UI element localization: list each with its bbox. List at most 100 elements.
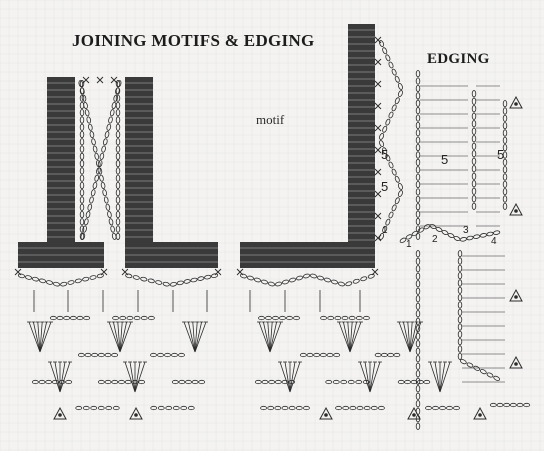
fan-stitch <box>194 321 198 353</box>
fan-stitch <box>59 361 66 393</box>
edge-chain <box>295 275 304 281</box>
edging-chain <box>415 287 421 295</box>
edge-chain <box>293 315 300 321</box>
edging-chain <box>382 225 388 233</box>
edge-chain <box>425 405 432 411</box>
edge-chain <box>198 379 206 385</box>
edge-chain <box>340 379 348 385</box>
joining-chain <box>115 167 121 175</box>
triangle-end-icon <box>514 362 518 366</box>
joining-chain <box>115 152 121 160</box>
edge-chain <box>345 281 353 287</box>
joining-chain <box>115 218 121 226</box>
joining-chain <box>115 101 121 110</box>
fan-stitch <box>369 361 381 393</box>
edge-chain <box>96 273 104 279</box>
joining-chain <box>79 123 85 131</box>
edge-chain <box>65 379 73 385</box>
slip-stitch-mark <box>374 190 382 198</box>
edging-chain <box>379 133 385 140</box>
joining-chain <box>85 211 91 219</box>
edge-chain <box>118 379 125 385</box>
edge-chain <box>60 281 68 287</box>
fan-stitch <box>349 321 353 353</box>
edge-chain <box>157 352 164 358</box>
edge-chain <box>374 352 382 358</box>
joining-chain <box>79 101 85 110</box>
joining-chain <box>106 123 112 131</box>
edging-chain <box>471 150 477 158</box>
fan-stitch <box>434 361 441 393</box>
edging-chain <box>466 235 474 241</box>
edge-chain <box>313 352 321 358</box>
edging-chain <box>415 166 421 174</box>
edge-chain <box>132 275 140 280</box>
edge-chain <box>75 405 83 411</box>
triangle-end-icon <box>58 413 62 417</box>
edging-chain <box>415 77 421 85</box>
edging-chain <box>471 127 477 135</box>
joining-chain <box>107 210 112 219</box>
edging-chain <box>415 325 421 333</box>
fan-stitch <box>194 321 202 353</box>
edge-chain <box>281 405 289 411</box>
edge-chain <box>274 281 283 287</box>
fan-stitch <box>194 321 207 353</box>
edging-chain <box>473 365 481 371</box>
slip-stitch-mark <box>374 124 382 132</box>
fan-stitch <box>398 321 411 353</box>
edging-chain <box>415 99 421 107</box>
edging-chain <box>394 97 400 105</box>
fan-stitch <box>349 321 357 353</box>
joining-chain <box>97 160 103 168</box>
joining-chain <box>79 160 85 168</box>
edging-chain <box>388 161 394 169</box>
edge-chain <box>67 280 75 285</box>
joining-chain <box>91 138 96 146</box>
joining-chain <box>94 174 99 182</box>
edge-chain <box>496 402 504 408</box>
edge-chain <box>274 405 282 411</box>
edge-chain <box>325 379 333 385</box>
joining-chain <box>89 196 94 204</box>
edging-chain <box>457 250 463 258</box>
edge-chain <box>204 274 212 280</box>
edge-chain <box>267 281 276 287</box>
edge-chain <box>178 379 186 385</box>
fan-stitch <box>59 361 71 393</box>
edging-chain <box>415 422 421 430</box>
edge-chain <box>281 279 290 285</box>
edge-chain <box>133 315 141 321</box>
edge-chain <box>140 276 148 282</box>
fan-stitch <box>279 361 291 393</box>
triangle-end-icon <box>473 406 487 420</box>
edging-chain <box>502 188 508 196</box>
edge-chain <box>155 280 163 285</box>
joining-chain <box>115 189 121 197</box>
edge-chain <box>89 275 97 280</box>
fan-stitch <box>409 321 413 353</box>
edging-chain <box>471 142 477 150</box>
edging-chain <box>471 202 477 210</box>
edge-chain <box>363 315 370 321</box>
joining-chain <box>115 232 121 240</box>
edge-chain <box>327 315 335 321</box>
joining-chain <box>79 87 85 95</box>
slip-stitch-mark <box>374 80 382 88</box>
edging-chain <box>473 234 481 239</box>
edging-chain <box>457 338 463 346</box>
triangle-end-icon <box>514 209 518 213</box>
edge-chain <box>258 315 265 321</box>
joining-chain <box>96 167 101 175</box>
edge-chain <box>56 315 64 321</box>
edging-chain <box>382 147 388 155</box>
edging-chain <box>415 195 421 203</box>
edging-chain <box>415 136 421 144</box>
edge-chain <box>180 405 188 411</box>
edge-chain <box>74 278 82 284</box>
edge-chain <box>260 405 267 411</box>
edge-chain <box>84 352 92 358</box>
fan-stitch <box>284 361 291 393</box>
round-number-4: 4 <box>491 236 497 247</box>
edge-chain <box>17 273 26 279</box>
